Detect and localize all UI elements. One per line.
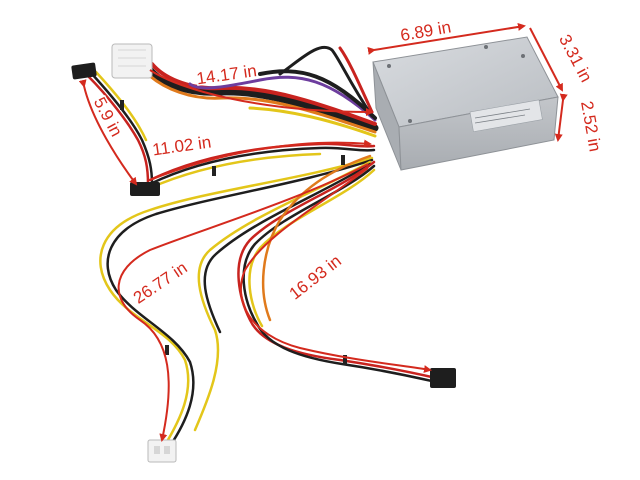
connector-sata-3 xyxy=(430,368,456,388)
label-psu-depth: 3.31 in xyxy=(555,31,596,85)
connector-4pin xyxy=(147,439,177,463)
label-cable-sata-mid: 11.02 in xyxy=(151,132,212,159)
label-cable-4pin: 26.77 in xyxy=(130,258,191,308)
label-cable-sata-long: 16.93 in xyxy=(286,251,345,303)
connector-24pin xyxy=(111,43,153,79)
connector-sata-1 xyxy=(71,62,97,80)
cable-bundle xyxy=(86,45,438,448)
psu-box xyxy=(372,36,559,171)
label-cable-24pin: 14.17 in xyxy=(195,61,258,88)
connector-sata-2 xyxy=(130,182,160,196)
dimension-arrows xyxy=(78,22,568,442)
label-psu-height: 2.52 in xyxy=(577,100,605,154)
